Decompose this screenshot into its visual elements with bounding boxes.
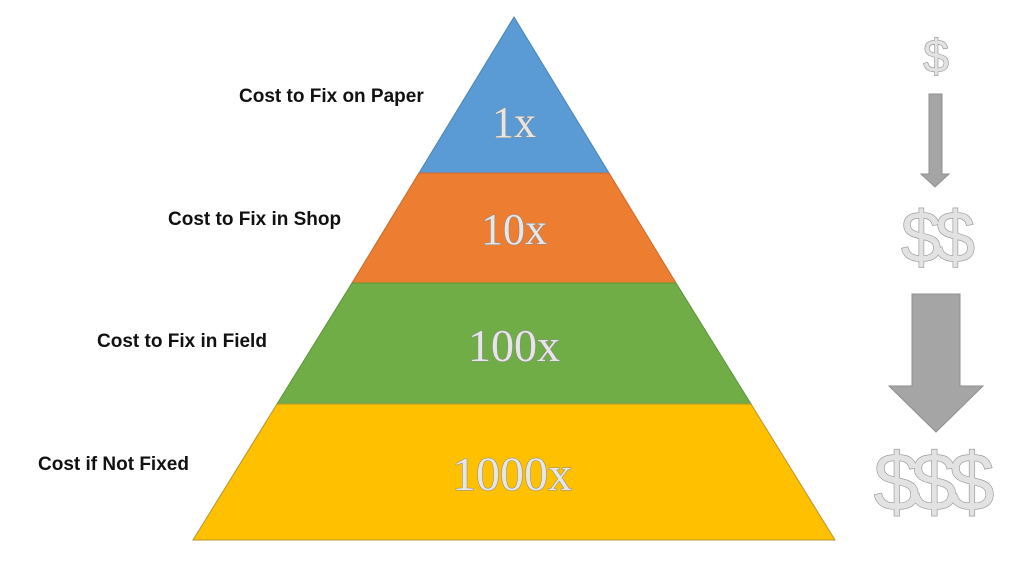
tier-paper — [418, 16, 610, 174]
label-cost-not-fixed: Cost if Not Fixed — [38, 454, 189, 475]
label-cost-shop: Cost to Fix in Shop — [168, 209, 342, 230]
arrow-down-small-icon — [919, 93, 951, 188]
multiplier-1000x: 1000x — [452, 448, 572, 501]
arrow-down-large-icon — [887, 293, 985, 433]
dollar-small-icon: $ — [923, 30, 949, 82]
dollar-large-icon: $$$ — [874, 437, 994, 528]
multiplier-10x: 10x — [481, 205, 547, 254]
label-cost-field: Cost to Fix in Field — [97, 331, 267, 352]
multiplier-100x: 100x — [468, 320, 560, 371]
multiplier-1x: 1x — [492, 98, 536, 147]
tier-not-fixed — [192, 403, 836, 541]
label-cost-paper: Cost to Fix on Paper — [239, 86, 424, 107]
dollar-medium-icon: $$ — [901, 198, 974, 278]
